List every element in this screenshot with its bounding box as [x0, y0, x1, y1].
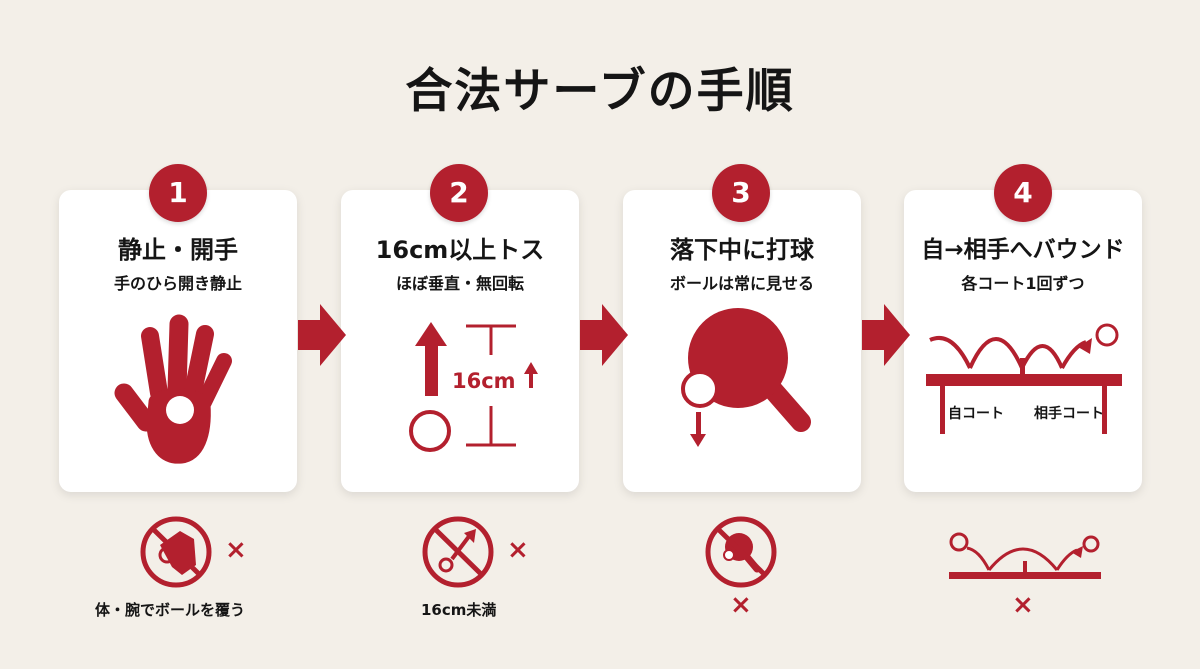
- opponent-court-label: 相手コート: [1034, 405, 1104, 422]
- next-step-arrow-icon: [580, 304, 628, 366]
- step-subtitle: 手のひら開き静止: [113, 274, 242, 293]
- step-card-1: 静止・開手 手のひら開き静止: [59, 190, 297, 492]
- step-subtitle: ボールは常に見せる: [669, 274, 814, 293]
- step-number-badge-3: 3: [712, 164, 770, 222]
- step-title: 落下中に打球: [670, 236, 814, 264]
- foul-cross-mark: ×: [507, 535, 529, 565]
- height-label: 16cm: [452, 369, 516, 393]
- step-title: 静止・開手: [118, 236, 238, 264]
- prohibited-short-toss-icon: [422, 516, 494, 588]
- foul-cross-mark: ×: [730, 590, 752, 620]
- prohibited-covering-icon: [140, 516, 212, 588]
- step-number-badge-4: 4: [994, 164, 1052, 222]
- open-hand-icon: [114, 314, 232, 464]
- foul-label: 16cm未満: [421, 601, 497, 619]
- foul-cross-mark: ×: [1012, 590, 1034, 620]
- step-card-4: 自→相手へバウンド 各コート1回ずつ 自コート 相手コート: [904, 190, 1142, 492]
- prohibited-hidden-ball-icon: [705, 516, 777, 588]
- foul-label: 体・腕でボールを覆う: [95, 601, 246, 619]
- next-step-arrow-icon: [298, 304, 346, 366]
- foul-cross-mark: ×: [225, 535, 247, 565]
- page-title: 合法サーブの手順: [405, 64, 795, 119]
- step-title: 16cm以上トス: [375, 236, 545, 264]
- step-number-badge-1: 1: [149, 164, 207, 222]
- bounce-court-icon: 自コート 相手コート: [926, 323, 1122, 434]
- step-title: 自→相手へバウンド: [921, 237, 1125, 263]
- step-subtitle: 各コート1回ずつ: [961, 274, 1085, 293]
- next-step-arrow-icon: [862, 304, 910, 366]
- step-card-3: 落下中に打球 ボールは常に見せる: [623, 190, 861, 492]
- step-number-badge-2: 2: [430, 164, 488, 222]
- paddle-strike-icon: [681, 308, 811, 447]
- step-card-2: 16cm以上トス ほぼ垂直・無回転 16cm: [341, 190, 579, 492]
- own-court-label: 自コート: [948, 405, 1004, 422]
- prohibited-bounce-icon: [949, 532, 1101, 579]
- toss-height-icon: 16cm: [409, 322, 538, 452]
- step-subtitle: ほぼ垂直・無回転: [395, 274, 524, 293]
